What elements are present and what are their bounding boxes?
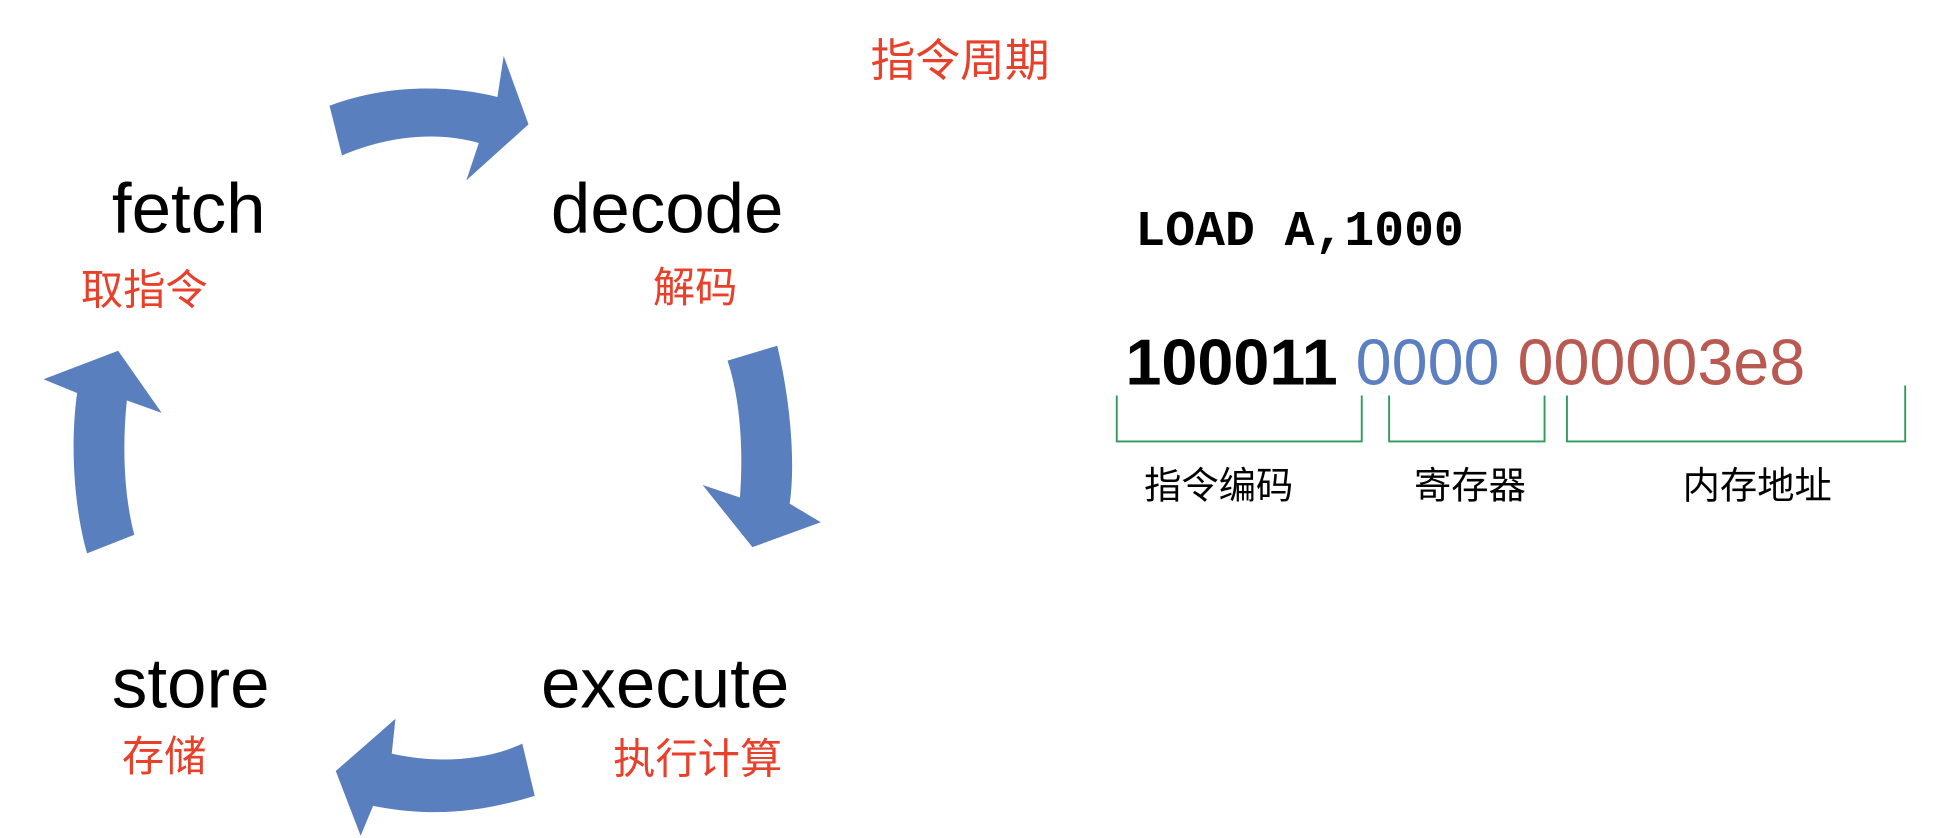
- opcode-label: 指令编码: [1144, 465, 1294, 509]
- machine-code: 100011 0000 000003e8: [1125, 331, 1805, 396]
- stage-store-cn: 存储: [121, 732, 207, 783]
- address-bits: 000003e8: [1517, 327, 1806, 400]
- opcode-bits: 100011: [1125, 327, 1338, 400]
- stage-decode-label: decode: [550, 169, 784, 249]
- bracket-address: [1566, 385, 1907, 443]
- assembly-instruction: LOAD A,1000: [1135, 205, 1464, 262]
- arrow-decode-to-execute: [702, 345, 821, 548]
- bracket-opcode: [1115, 395, 1363, 443]
- stage-execute-label: execute: [540, 644, 790, 724]
- stage-fetch-cn: 取指令: [80, 266, 208, 316]
- arrow-store-to-fetch: [43, 350, 162, 554]
- address-label: 内存地址: [1682, 465, 1832, 509]
- register-bits: 0000: [1355, 327, 1500, 400]
- stage-store-label: store: [111, 644, 270, 724]
- stage-execute-cn: 执行计算: [613, 734, 783, 785]
- register-label: 寄存器: [1413, 465, 1526, 509]
- arrow-execute-to-store: [335, 718, 535, 836]
- bracket-register: [1388, 395, 1546, 443]
- diagram-title: 指令周期: [870, 36, 1050, 88]
- stage-decode-cn: 解码: [652, 263, 738, 314]
- bracket-group: [1115, 385, 1907, 443]
- stage-fetch-label: fetch: [111, 169, 266, 249]
- arrow-fetch-to-decode: [329, 55, 529, 181]
